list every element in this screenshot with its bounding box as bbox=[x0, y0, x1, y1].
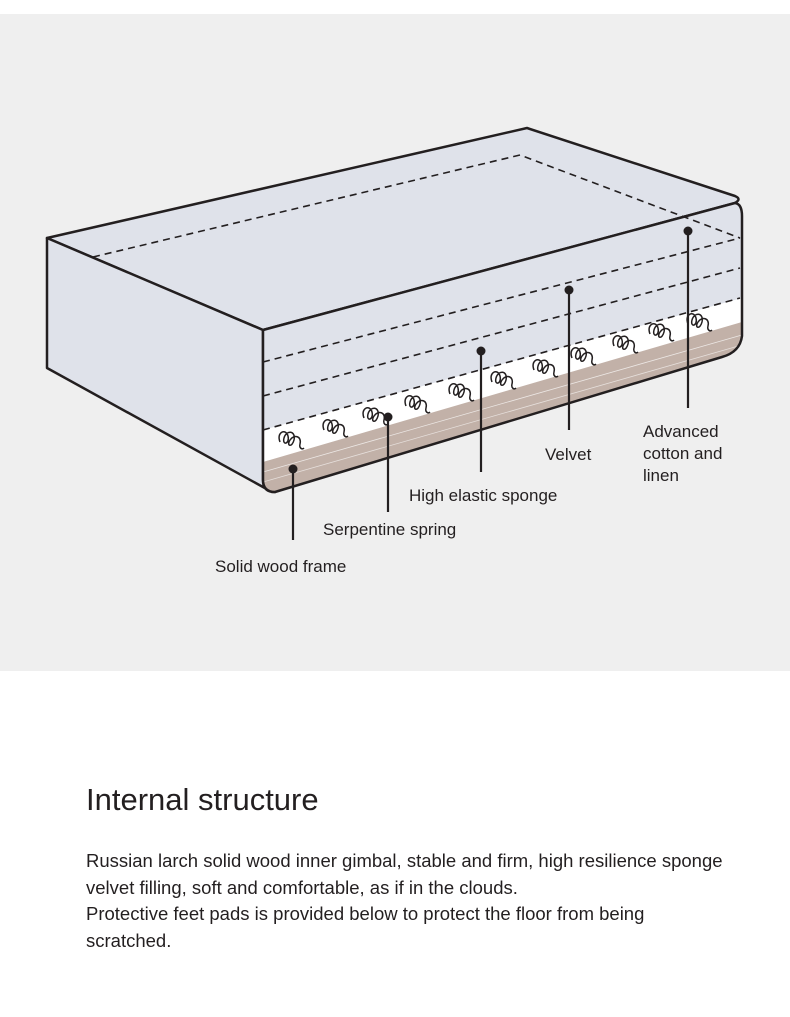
label-serpentine-spring: Serpentine spring bbox=[323, 520, 457, 539]
callout-leader-lines bbox=[291, 231, 690, 540]
description-paragraph: Protective feet pads is provided below t… bbox=[86, 903, 645, 951]
description-text: Russian larch solid wood inner gimbal, s… bbox=[86, 848, 726, 954]
description-paragraph: Russian larch solid wood inner gimbal, s… bbox=[86, 850, 723, 898]
cushion-front-outline bbox=[261, 201, 744, 494]
section-title: Internal structure bbox=[86, 782, 319, 817]
label-high-elastic-sponge: High elastic sponge bbox=[409, 486, 558, 505]
callout-dot-icon bbox=[476, 346, 486, 356]
callout-dot-icon bbox=[564, 285, 574, 295]
structure-diagram-panel: Advanced cotton and linen Velvet High el… bbox=[0, 14, 790, 671]
callout-dot-icon bbox=[288, 464, 298, 474]
label-velvet: Velvet bbox=[545, 445, 592, 464]
callout-dot-icon bbox=[383, 412, 393, 422]
callout-dots bbox=[288, 226, 693, 474]
label-advanced-cotton-linen: Advanced cotton and linen bbox=[643, 422, 723, 485]
solid-wood-frame-layer bbox=[263, 322, 742, 492]
callout-dot-icon bbox=[683, 226, 693, 236]
cushion-cross-section-diagram bbox=[45, 126, 744, 540]
label-solid-wood-frame: Solid wood frame bbox=[215, 557, 347, 576]
